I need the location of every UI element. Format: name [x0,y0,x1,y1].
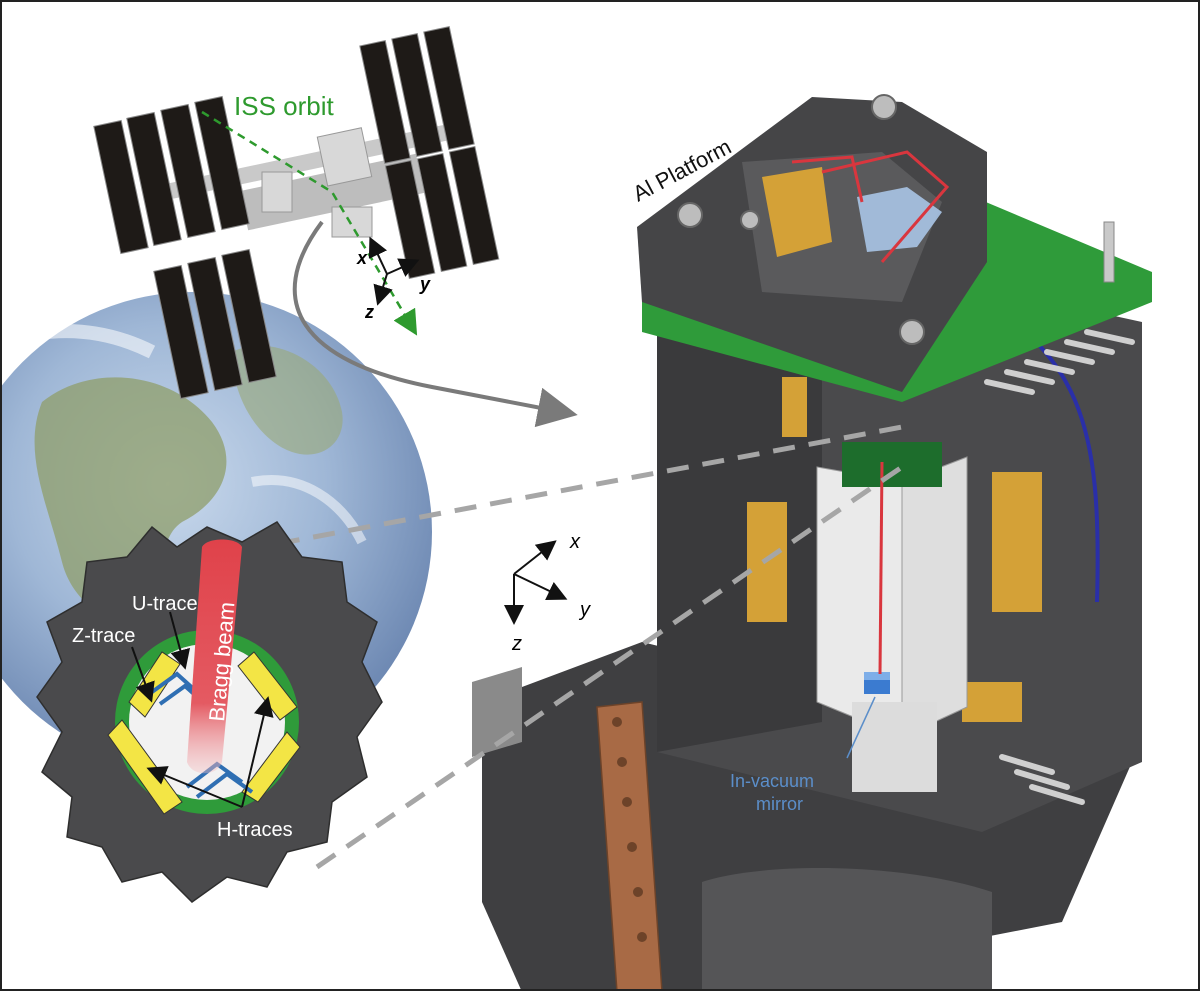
iss-axis-z: z [364,302,374,322]
mirror-pointer [846,696,876,759]
mirror-label-line1: In-vacuum [730,771,814,791]
apparatus-axis-y: y [578,599,591,621]
iss-axis-x: x [356,248,368,268]
apparatus-axes [504,540,568,625]
iss-axis-y: y [419,274,431,294]
apparatus [472,94,1152,993]
u-trace-label: U-trace [132,593,198,615]
apparatus-axis-x: x [569,531,581,553]
z-trace-label: Z-trace [72,625,135,647]
mirror-label-line2: mirror [756,794,803,814]
iss-axes [368,236,420,306]
iss-station [93,26,500,400]
zoom-dashed-lines [206,424,904,870]
chip-inset: Bragg beam U-trace Z-trace H-traces [36,521,383,903]
apparatus-axis-z: z [511,633,522,655]
iss-orbit-label: ISS orbit [234,91,334,121]
h-traces-label: H-traces [217,819,293,841]
zoom-arrow [292,220,578,428]
